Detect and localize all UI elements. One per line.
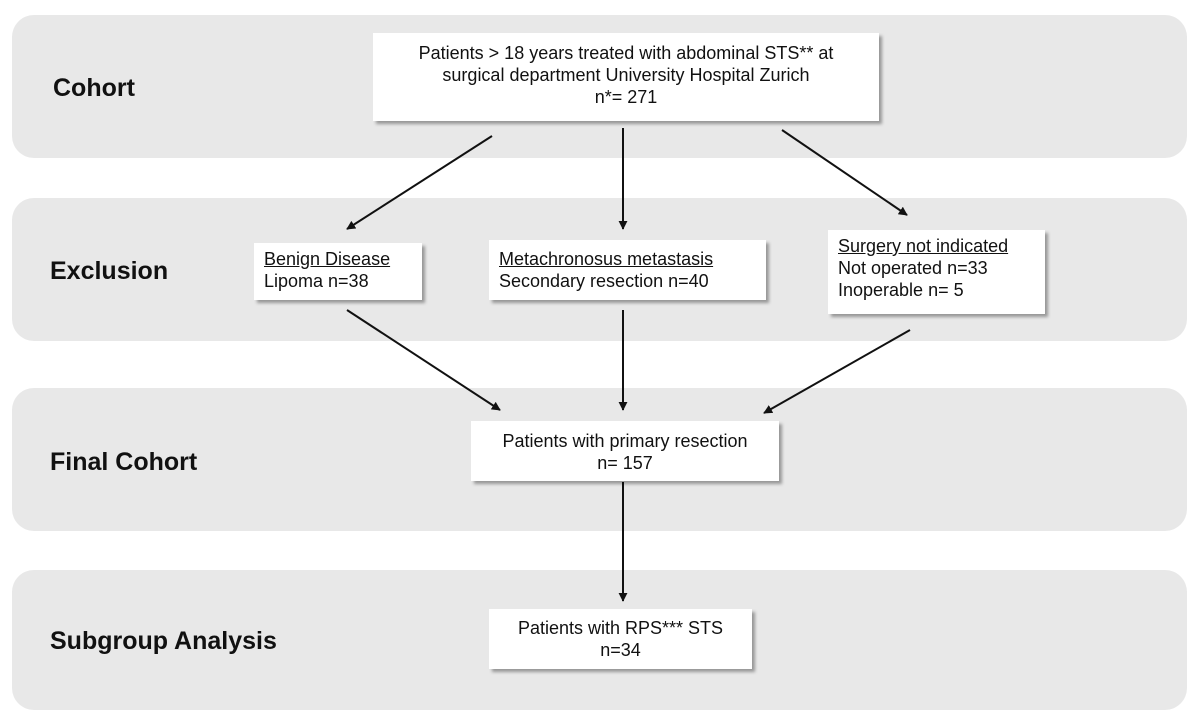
subgroup-count: n=34 [600,640,641,660]
subgroup-box: Patients with RPS*** STS n=34 [489,609,752,669]
not-operated-count: Not operated n=33 [838,258,988,278]
metastasis-count: Secondary resection n=40 [499,271,709,291]
arrow-not-indicated-to-final [763,329,911,414]
inoperable-count: Inoperable n= 5 [838,280,964,300]
cohort-box-line3: n*= 271 [594,87,658,107]
arrow-benign-to-final [346,309,501,411]
final-cohort-count: n= 157 [597,453,653,473]
benign-disease-count: Lipoma n=38 [264,271,369,291]
final-cohort-line1: Patients with primary resection [502,431,748,451]
cohort-box-line1: Patients > 18 years treated with abdomin… [418,43,834,63]
surgery-not-indicated-box: Surgery not indicated Not operated n=33 … [828,230,1045,314]
arrow-cohort-to-benign [346,135,493,230]
final-cohort-box: Patients with primary resection n= 157 [471,421,779,481]
metastasis-title: Metachronosus metastasis [499,249,714,269]
section-label-cohort: Cohort [53,74,135,102]
surgery-not-indicated-title: Surgery not indicated [838,236,1009,256]
benign-disease-title: Benign Disease [264,249,391,269]
metastasis-box: Metachronosus metastasis Secondary resec… [489,240,766,300]
section-label-final-cohort: Final Cohort [50,448,198,476]
cohort-box-line2: surgical department University Hospital … [442,65,810,85]
section-label-subgroup: Subgroup Analysis [50,627,277,655]
cohort-box: Patients > 18 years treated with abdomin… [373,33,879,121]
benign-disease-box: Benign Disease Lipoma n=38 [254,243,422,300]
section-label-exclusion: Exclusion [50,257,169,285]
subgroup-line1: Patients with RPS*** STS [517,618,724,638]
arrow-cohort-to-not-indicated [781,129,908,216]
